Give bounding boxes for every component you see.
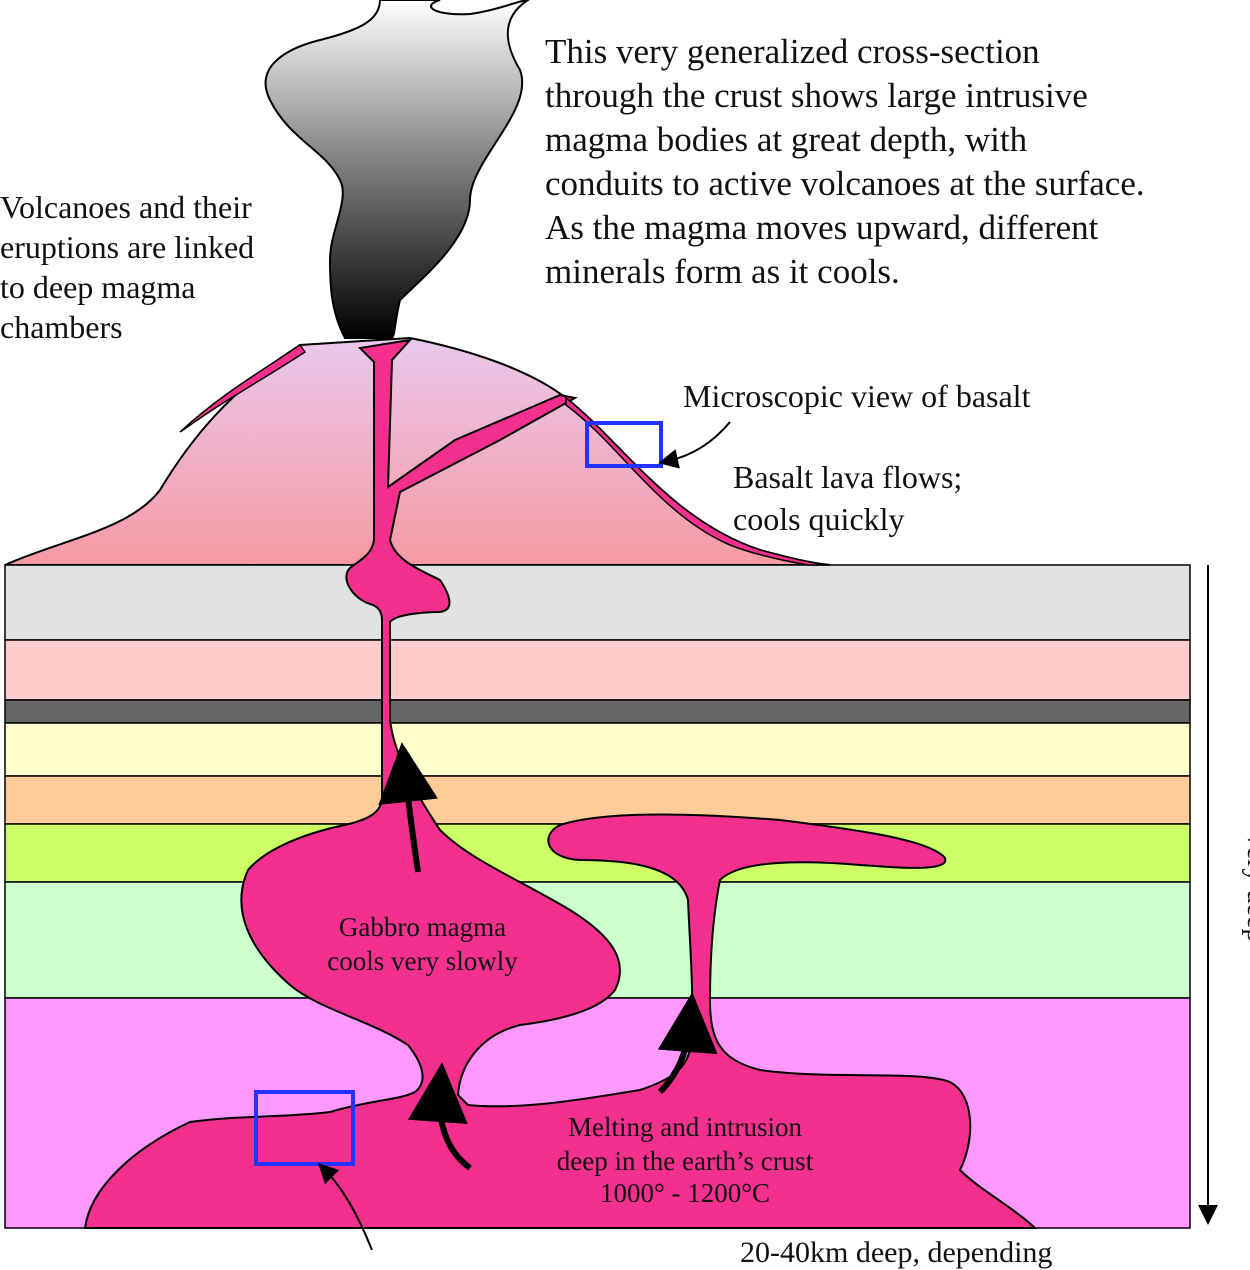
basalt-lava-flow [565,396,831,566]
diagram-description: This very generalized cross-section thro… [545,32,1145,291]
gabbro-pointer-arrow [317,1162,373,1250]
magma-rise-arrow-conduit [378,742,439,873]
magma-deep-chamber [83,338,1038,1229]
gabbro-magma-label: Gabbro magma cools very slowly [327,912,518,976]
magma-rise-arrow-deep [407,1062,472,1171]
basalt-flows-label: Basalt lava flows; cools quickly [733,459,963,537]
basalt-pointer-arrow [658,421,731,469]
layer-cream [4,722,1191,777]
bottom-depth-label: 20-40km deep, depending [740,1236,1053,1269]
layer-gray [4,564,1191,641]
magma-rise-arrow-sill [657,992,718,1095]
basalt-sample-box [585,421,663,468]
gabbro-sample-box [254,1090,355,1166]
temperature-label: 1000° - 1200°C [599,1178,771,1208]
layer-dark [4,699,1191,724]
eruption-plume [264,0,530,339]
depth-axis-label: Very deep [1241,829,1250,943]
microscopic-basalt-label: Microscopic view of basalt [683,378,1031,414]
melting-intrusion-label: Melting and intrusion deep in the earth’… [556,1112,814,1176]
summit-lava-flow [179,343,307,433]
layer-pink [4,639,1191,701]
volcano-link-caption: Volcanoes and their eruptions are linked… [0,189,255,345]
